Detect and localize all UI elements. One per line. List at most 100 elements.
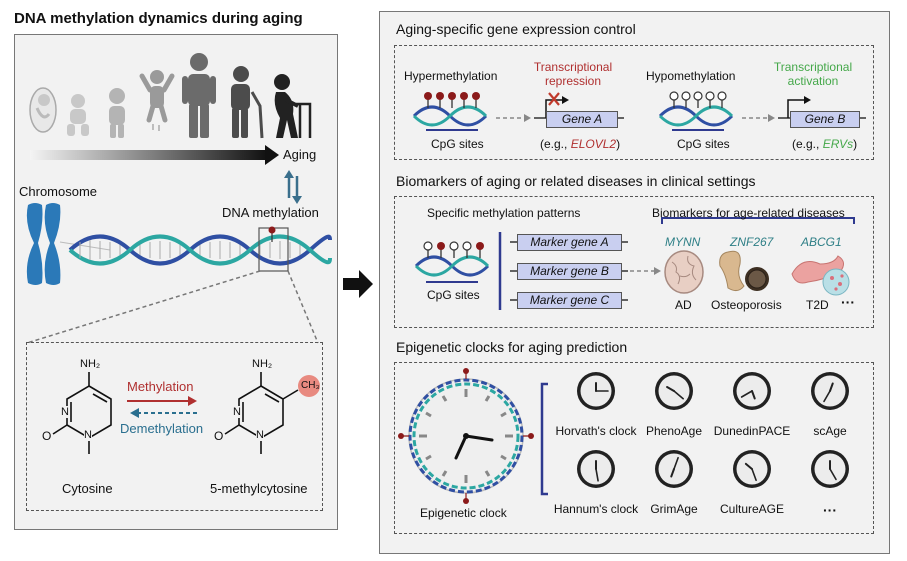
aging-arrow (30, 145, 279, 165)
methylcytosine-label: 5-methylcytosine (210, 481, 308, 496)
biomarkers-box (394, 196, 874, 328)
unmethylated-cpg-helix (658, 91, 734, 131)
cpg-sites-label: CpG sites (427, 288, 480, 302)
demethylation-label: Demethylation (120, 421, 204, 436)
elderly-cane-icon (231, 66, 264, 139)
methylation-arrow (127, 396, 197, 406)
small-clock-icon (577, 372, 615, 410)
elovl2-text: ELOVL2 (570, 137, 617, 151)
clock-name-label: Hannum's clock (553, 502, 639, 516)
small-clock-icon (733, 372, 771, 410)
epigenetic-clock-label: Epigenetic clock (420, 506, 507, 520)
example-suffix: ) (853, 137, 858, 151)
child-jumping-icon (139, 70, 175, 131)
zoom-lines (26, 270, 319, 344)
example-elovl2: (e.g., ELOVL2) (540, 137, 620, 151)
repression-label: Transcriptional repression (524, 60, 622, 88)
nh2-left: NH₂ (80, 358, 101, 370)
small-clock-icon (577, 450, 615, 488)
epigenetic-clock-icon (398, 368, 534, 504)
marker-gene-c-box: Marker gene C (517, 292, 622, 309)
activation-label: Transcriptional activation (764, 60, 862, 88)
chromosome-link-line (59, 241, 111, 251)
ch3-label: CH₃ (301, 380, 320, 391)
example-ervs: (e.g., ERVs) (792, 137, 857, 151)
aging-label: Aging (283, 147, 317, 162)
hypermethylation-label: Hypermethylation (404, 69, 498, 83)
section-biomarkers-title: Biomarkers of aging or related diseases … (396, 173, 756, 189)
fetus-icon (29, 87, 57, 133)
small-clock-icon (733, 450, 771, 488)
nh2-right: NH₂ (252, 358, 273, 370)
elderly-walker-icon (274, 74, 312, 138)
disease-t2d-label: T2D (806, 298, 829, 312)
demethylation-arrow (130, 408, 197, 418)
cytosine-label: Cytosine (62, 481, 113, 496)
chemical-structure-box (26, 342, 323, 511)
methylation-patterns-label: Specific methylation patterns (427, 206, 581, 220)
example-prefix: (e.g., (792, 137, 823, 151)
methylation-label: Methylation (127, 379, 194, 394)
clock-name-label: scAge (813, 424, 847, 438)
gene-a-box: Gene A (546, 111, 618, 128)
small-clock-icon (811, 450, 849, 488)
marker-cpg-helix (414, 241, 490, 283)
n-atom: N (61, 406, 69, 418)
o-atom: O (214, 429, 224, 443)
cpg-sites-label: CpG sites (431, 137, 484, 151)
toddler-icon (109, 88, 125, 138)
adult-icon (182, 53, 216, 138)
gene-abcg1-label: ABCG1 (801, 235, 842, 249)
disease-osteoporosis-label: Osteoporosis (711, 298, 782, 312)
n-atom: N (256, 429, 264, 441)
chromosome-label: Chromosome (19, 184, 98, 199)
methyl-group-highlight (298, 375, 320, 397)
gene-mynn-label: MYNN (665, 235, 701, 249)
disease-ad-label: AD (675, 298, 692, 312)
gene-b-box: Gene B (790, 111, 860, 128)
pancreas-icon (791, 255, 850, 296)
ervs-text: ERVs (822, 137, 854, 151)
example-prefix: (e.g., (540, 137, 571, 151)
baby-icon (67, 94, 89, 136)
repression-line1: Transcriptional (533, 60, 613, 74)
hypomethylation-label: Hypomethylation (646, 69, 736, 83)
main-flow-arrow (343, 270, 373, 298)
example-suffix: ) (616, 137, 621, 151)
small-clock-icon (655, 450, 693, 488)
o-atom: O (42, 429, 52, 443)
clock-name-label: GrimAge (650, 502, 698, 516)
clock-name-label: PhenoAge (645, 424, 703, 438)
clock-name-label: ··· (823, 502, 837, 518)
cpg-sites-label: CpG sites (677, 137, 730, 151)
n-atom: N (233, 406, 241, 418)
activation-line2: activation (787, 74, 839, 88)
bone-icon (719, 250, 769, 292)
section-gene-expression-title: Aging-specific gene expression control (396, 21, 636, 37)
clock-name-label: CultureAGE (719, 502, 785, 516)
marker-gene-b-box: Marker gene B (517, 263, 622, 280)
clock-bracket (540, 382, 548, 496)
biomarkers-diseases-label: Biomarkers for age-related diseases (652, 206, 845, 220)
activation-line1: Transcriptional (773, 60, 853, 74)
brain-icon (664, 250, 704, 294)
gene-znf267-label: ZNF267 (730, 235, 774, 249)
more-diseases-ellipsis: ··· (841, 294, 855, 310)
bidirectional-arrows (284, 170, 302, 204)
gene-expression-box (394, 45, 874, 160)
n-atom: N (84, 429, 92, 441)
clock-name-label: Horvath's clock (555, 424, 637, 438)
dna-helix (68, 226, 332, 272)
biomarker-bracket (661, 217, 855, 224)
small-clock-icon (811, 372, 849, 410)
clock-name-label: DunedinPACE (713, 424, 791, 438)
small-clock-icon (655, 372, 693, 410)
methylated-cpg-helix (412, 92, 488, 131)
chromosome-icon (26, 203, 61, 285)
dna-methylation-label: DNA methylation (222, 205, 319, 220)
clocks-box (394, 362, 874, 534)
section-clocks-title: Epigenetic clocks for aging prediction (396, 339, 628, 355)
repression-line2: repression (544, 74, 602, 88)
